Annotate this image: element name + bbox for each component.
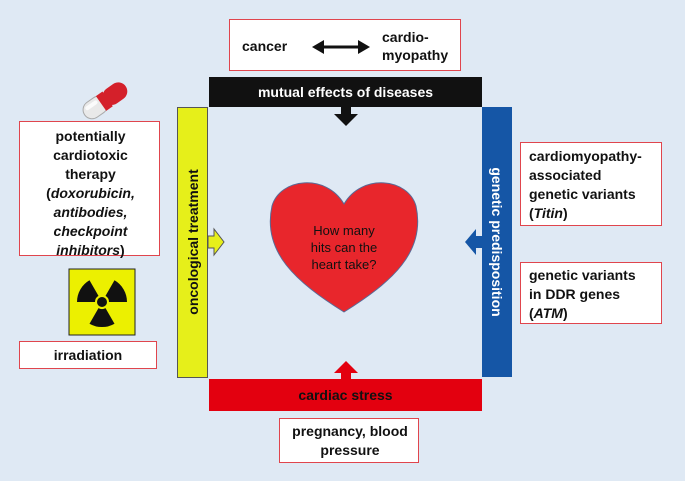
rb2-gene: ATM xyxy=(533,305,563,321)
right-bar xyxy=(482,107,512,377)
therapy-line-3: therapy xyxy=(65,166,116,182)
rb1-paren-close: ) xyxy=(562,205,568,221)
therapy-item-2: antibodies, xyxy=(53,204,128,220)
therapy-line-2: cardiotoxic xyxy=(53,147,128,163)
pregnancy-box: pregnancy, blood pressure xyxy=(279,418,419,463)
therapy-item-4: inhibitors xyxy=(56,242,121,258)
therapy-item-1: doxorubicin, xyxy=(50,185,135,201)
therapy-box: potentially cardiotoxic therapy (doxorub… xyxy=(19,121,160,258)
therapy-item-3: checkpoint xyxy=(53,223,128,239)
top-bar xyxy=(209,77,482,107)
bottom-line-1: pregnancy, blood xyxy=(292,423,408,439)
therapy-paren-close: ) xyxy=(120,242,125,258)
heart-line-1: How many xyxy=(313,223,375,238)
rb2-line-2: in DDR genes xyxy=(529,286,621,302)
ddr-genes-box: genetic variants in DDR genes (ATM) xyxy=(520,262,662,324)
bottom-bar-label: cardiac stress xyxy=(298,387,393,403)
bottom-line-2: pressure xyxy=(320,442,380,458)
left-arrow-icon xyxy=(465,229,482,255)
rb1-line-2: associated xyxy=(529,167,602,183)
rb1-line-3: genetic variants xyxy=(529,186,636,202)
irradiation-label: irradiation xyxy=(53,347,123,363)
rb2-paren-close: ) xyxy=(562,305,568,321)
therapy-paren-open: ( xyxy=(46,185,51,201)
irradiation-box: irradiation xyxy=(19,341,157,369)
pill-icon xyxy=(82,82,128,120)
cardiomyopathy-label-line1: cardio- xyxy=(382,29,429,45)
double-arrow-icon xyxy=(312,40,370,54)
bottom-bar xyxy=(209,379,482,411)
cardiomyopathy-label-line2: myopathy xyxy=(382,47,449,63)
genetic-variants-box: cardiomyopathy- associated genetic varia… xyxy=(520,142,662,226)
heart-line-2: hits can the xyxy=(310,240,378,255)
rb2-line-1: genetic variants xyxy=(529,267,636,283)
up-arrow-icon xyxy=(334,361,358,379)
rb1-gene: Titin xyxy=(533,205,563,221)
heart-icon xyxy=(269,182,419,313)
top-bar-label: mutual effects of diseases xyxy=(257,84,434,100)
rb1-paren-open: ( xyxy=(529,205,534,221)
radiation-icon xyxy=(68,268,136,336)
right-arrow-icon xyxy=(207,227,225,257)
rb2-paren-open: ( xyxy=(529,305,534,321)
rb1-line-1: cardiomyopathy- xyxy=(529,148,642,164)
cancer-label: cancer xyxy=(242,38,288,54)
heart-text: How many hits can the heart take? xyxy=(284,222,404,273)
heart-line-3: heart take? xyxy=(311,257,377,272)
top-box: cancer cardio- myopathy xyxy=(229,19,461,71)
down-arrow-icon xyxy=(334,107,358,126)
therapy-line-1: potentially xyxy=(55,128,126,144)
